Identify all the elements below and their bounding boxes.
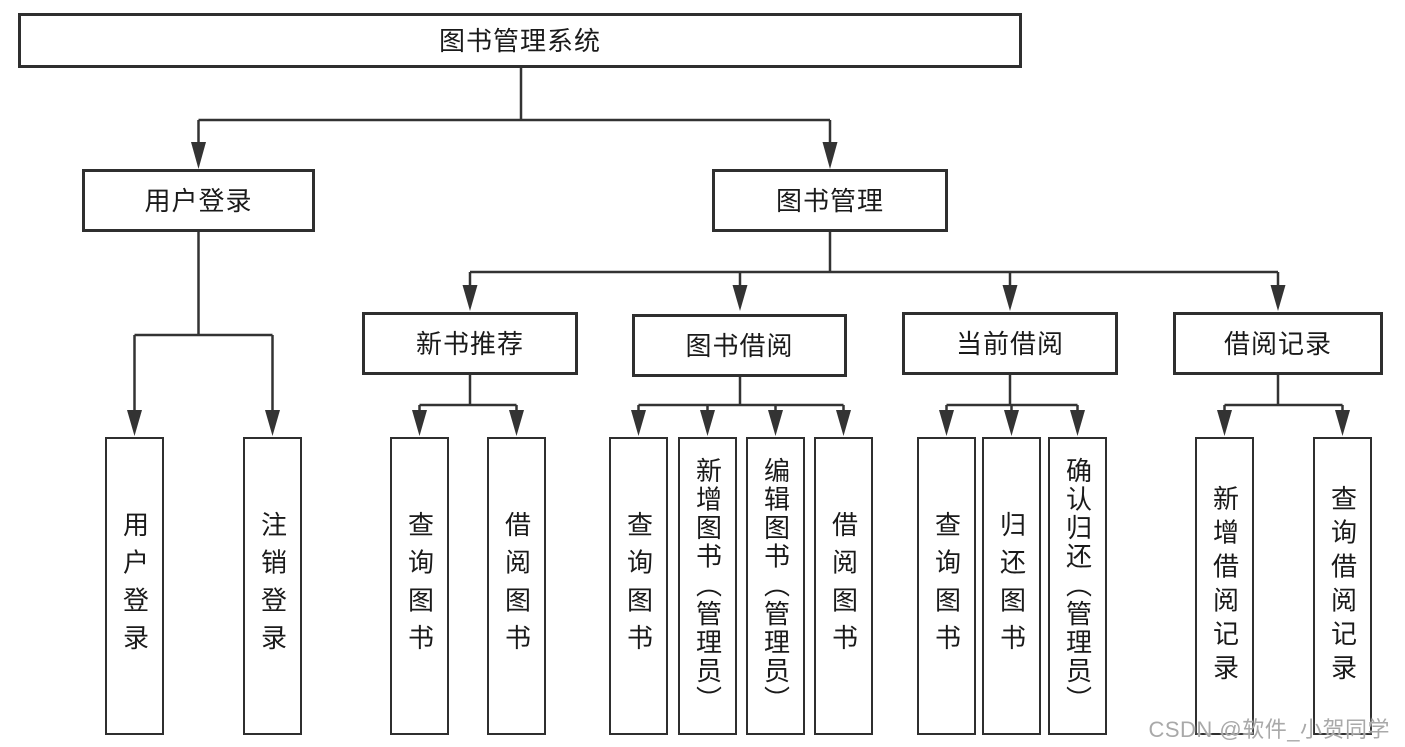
node-label: 用户登录 xyxy=(144,185,253,216)
node-label: 新增借阅记录 xyxy=(1209,484,1240,688)
leaf-borrow-books-recommend: 借阅图书 xyxy=(487,437,546,735)
leaf-edit-books-admin: 编辑图书（管理员） xyxy=(746,437,805,735)
arrow-down-icon xyxy=(631,410,646,436)
arrow-down-icon xyxy=(509,410,524,436)
arrow-down-icon xyxy=(1004,410,1019,436)
leaf-query-books-borrow: 查询图书 xyxy=(609,437,668,735)
node-label: 查询图书 xyxy=(623,510,654,662)
arrow-down-icon xyxy=(412,410,427,436)
arrow-down-icon xyxy=(822,142,838,169)
leaf-query-books-current: 查询图书 xyxy=(917,437,976,735)
csdn-watermark: CSDN @软件_小贺同学 xyxy=(1148,717,1390,742)
node-label: 借阅图书 xyxy=(501,510,532,662)
node-label: 新书推荐 xyxy=(415,328,524,359)
arrow-down-icon xyxy=(939,410,954,436)
arrow-down-icon xyxy=(768,410,783,436)
leaf-return-books: 归还图书 xyxy=(982,437,1041,735)
leaf-add-books-admin: 新增图书（管理员） xyxy=(678,437,737,735)
connector-lines xyxy=(133,68,1344,414)
arrow-down-icon xyxy=(1335,410,1350,436)
arrowhead-icons xyxy=(127,142,1350,436)
leaf-add-borrow-record: 新增借阅记录 xyxy=(1195,437,1254,735)
arrow-down-icon xyxy=(732,285,748,311)
node-label: 借阅图书 xyxy=(828,510,859,662)
node-root: 图书管理系统 xyxy=(18,13,1022,68)
node-label: 确认归还（管理员） xyxy=(1062,457,1093,715)
leaf-logout: 注销登录 xyxy=(243,437,302,735)
node-user-login-branch: 用户登录 xyxy=(82,169,315,232)
leaf-confirm-return-admin: 确认归还（管理员） xyxy=(1048,437,1107,735)
node-book-borrow: 图书借阅 xyxy=(632,314,847,377)
node-current-borrow: 当前借阅 xyxy=(902,312,1118,375)
node-label: 借阅记录 xyxy=(1223,328,1332,359)
node-label: 用户登录 xyxy=(119,510,150,662)
arrow-down-icon xyxy=(836,410,851,436)
node-label: 图书借阅 xyxy=(685,330,794,361)
node-label: 编辑图书（管理员） xyxy=(760,457,791,715)
node-label: 新增图书（管理员） xyxy=(692,457,723,715)
node-label: 当前借阅 xyxy=(955,328,1064,359)
node-book-management-branch: 图书管理 xyxy=(712,169,948,232)
node-label: 查询借阅记录 xyxy=(1327,484,1358,688)
arrow-down-icon xyxy=(1070,410,1085,436)
arrow-down-icon xyxy=(191,142,206,169)
node-new-book-recommend: 新书推荐 xyxy=(362,312,578,375)
arrow-down-icon xyxy=(462,285,478,311)
arrow-down-icon xyxy=(1002,285,1018,311)
node-label: 注销登录 xyxy=(257,510,288,662)
node-label: 归还图书 xyxy=(996,510,1027,662)
leaf-query-books-recommend: 查询图书 xyxy=(390,437,449,735)
node-label: 查询图书 xyxy=(931,510,962,662)
arrow-down-icon xyxy=(1270,285,1286,311)
node-borrow-records: 借阅记录 xyxy=(1173,312,1383,375)
arrow-down-icon xyxy=(127,410,142,436)
leaf-query-borrow-record: 查询借阅记录 xyxy=(1313,437,1372,735)
leaf-borrow-books: 借阅图书 xyxy=(814,437,873,735)
leaf-user-login: 用户登录 xyxy=(105,437,164,735)
node-label: 图书管理系统 xyxy=(438,25,601,56)
node-label: 图书管理 xyxy=(775,185,884,216)
node-label: 查询图书 xyxy=(404,510,435,662)
arrow-down-icon xyxy=(265,410,280,436)
arrow-down-icon xyxy=(700,410,715,436)
arrow-down-icon xyxy=(1217,410,1232,436)
